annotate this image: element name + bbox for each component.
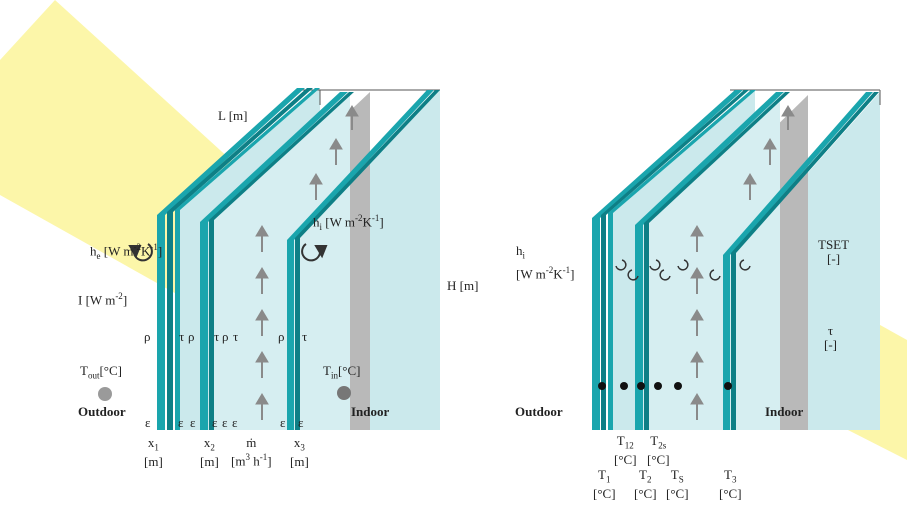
tau-label-right: τ[-] — [824, 323, 837, 352]
rho-4: ρ — [278, 329, 285, 344]
sensor-indoor — [337, 386, 351, 400]
sensor-outdoor — [98, 387, 112, 401]
glass-layer-middle — [200, 92, 354, 430]
rho-2: ρ — [188, 329, 195, 344]
rho-3: ρ — [222, 329, 229, 344]
arrow-up-icon — [781, 105, 795, 130]
arrow-up-icon — [690, 309, 704, 336]
rotate-icon — [649, 259, 661, 271]
arrow-up-icon — [743, 173, 757, 200]
tau-1: τ — [179, 329, 185, 344]
x1-label: x1[m] — [144, 435, 163, 469]
rotate-icons-right — [615, 259, 751, 281]
arrow-up-icon — [690, 351, 704, 378]
temperature-nodes — [598, 382, 732, 390]
arrow-up-icon — [255, 351, 269, 378]
he-label: he [W m-2K-1] — [90, 242, 163, 261]
arrow-up-icon — [345, 105, 359, 130]
outdoor-label-left: Outdoor — [78, 404, 126, 419]
t2s-label: T2s[°C] — [647, 433, 670, 467]
rotate-icon — [739, 259, 751, 271]
t3-label: T3[°C] — [719, 467, 742, 501]
eps-7: ε — [280, 415, 286, 430]
indoor-label-left: Indoor — [351, 404, 390, 419]
rotate-icon-he — [128, 243, 153, 262]
eps-3: ε — [190, 415, 196, 430]
irradiance-label: I [W m-2] — [78, 291, 128, 308]
eps-5: ε — [222, 415, 228, 430]
mdot-label: ṁ[m3 h-1] — [231, 435, 272, 469]
t2-label: T2[°C] — [634, 467, 657, 501]
eps-4: ε — [212, 415, 218, 430]
arrow-up-icon — [329, 138, 343, 165]
rotate-icon — [627, 269, 639, 281]
t12-label: T12[°C] — [614, 433, 637, 467]
eps-1: ε — [145, 415, 151, 430]
indoor-label-right: Indoor — [765, 404, 804, 419]
arrow-up-icon — [255, 225, 269, 252]
x2-label: x2[m] — [200, 435, 219, 469]
arrow-up-icon — [255, 393, 269, 420]
hi-label: hi [W m-2K-1] — [313, 213, 384, 232]
arrow-up-icon — [309, 173, 323, 200]
arrow-up-icon — [690, 267, 704, 294]
tset-label: TSET[-] — [818, 237, 850, 266]
rotate-icon — [615, 259, 627, 271]
hi-label-right: hi[W m-2K-1] — [516, 243, 575, 281]
arrow-up-icon — [690, 393, 704, 420]
eps-2: ε — [178, 415, 184, 430]
arrow-up-icon — [255, 267, 269, 294]
t1-label: T1[°C] — [593, 467, 616, 501]
arrow-up-icon — [763, 138, 777, 165]
eps-6: ε — [232, 415, 238, 430]
length-label: L [m] — [218, 108, 248, 123]
tau-3: τ — [233, 329, 239, 344]
rotate-icon — [659, 269, 671, 281]
x3-label: x3[m] — [290, 435, 309, 469]
rho-1: ρ — [144, 329, 151, 344]
airflow-arrows-right — [690, 105, 795, 420]
arrow-up-icon — [690, 225, 704, 252]
glass-layer-middle-right — [635, 92, 790, 430]
airflow-arrows-left — [255, 105, 359, 420]
ts-label: TS[°C] — [666, 467, 689, 501]
rotate-icon-hi — [301, 243, 328, 262]
eps-8: ε — [298, 415, 304, 430]
height-label: H [m] — [447, 278, 479, 293]
outdoor-label-right: Outdoor — [515, 404, 563, 419]
rotate-icon — [677, 259, 689, 271]
rotate-icon — [709, 269, 721, 281]
tau-2: τ — [214, 329, 220, 344]
tau-4: τ — [302, 329, 308, 344]
tout-label: Tout[°C] — [80, 363, 122, 381]
tin-label: Tin[°C] — [323, 363, 361, 381]
arrow-up-icon — [255, 309, 269, 336]
